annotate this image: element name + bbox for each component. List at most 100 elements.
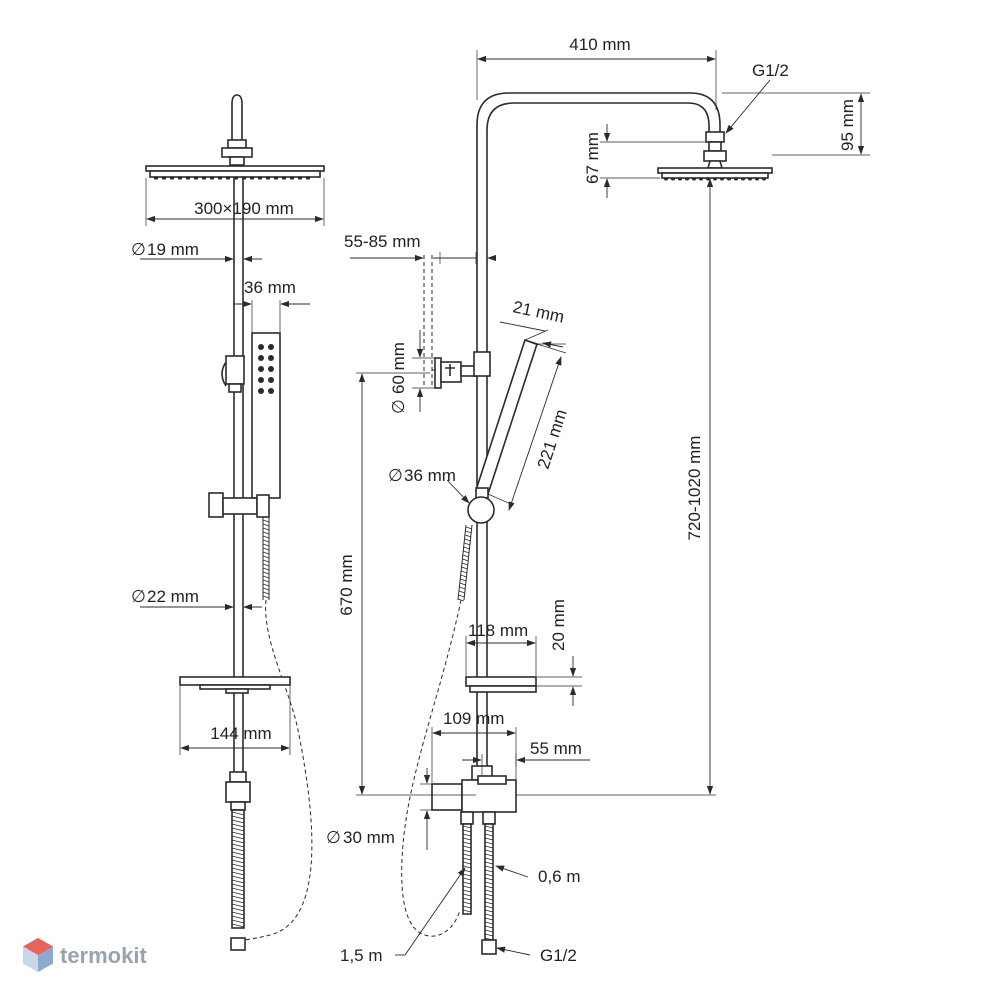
hose-coil — [484, 853, 494, 857]
dim-mixer-width: 109 mm — [431, 709, 517, 783]
dim-hose-short: 0,6 m — [495, 865, 581, 886]
front-hand-shower — [251, 332, 281, 499]
nozzle-hole — [273, 176, 279, 180]
nozzle-hole — [153, 176, 159, 180]
nozzle-hole — [209, 176, 215, 180]
front-upper-bracket — [221, 355, 245, 393]
label-rail-height: 670 mm — [337, 554, 356, 615]
label-mixer-half: 55 mm — [530, 739, 582, 758]
side-view: 410 mm G1/2 95 mm 67 mm 5 — [326, 35, 870, 965]
label-shelf-thickness: 20 mm — [549, 599, 568, 651]
label-shelf-width: 144 mm — [210, 724, 271, 743]
hose-coil — [462, 861, 472, 865]
hose-coil — [484, 825, 494, 829]
hose-coil — [262, 543, 270, 547]
dim-head-thread: G1/2 — [725, 61, 789, 134]
front-slider-holder — [208, 492, 270, 518]
hose-coil — [484, 841, 494, 845]
side-shelf — [465, 676, 537, 693]
hose-coil — [464, 538, 471, 542]
hose-coil — [462, 837, 472, 841]
hose-coil — [231, 891, 245, 896]
handset-nozzle — [268, 355, 274, 361]
hose-coil — [231, 839, 245, 844]
dim-head-height: 67 mm — [583, 124, 705, 198]
hose-coil — [231, 823, 245, 828]
label-head-height: 67 mm — [583, 132, 602, 184]
hose-coil — [262, 523, 270, 527]
hose-coil — [484, 921, 494, 925]
hose-coil — [231, 859, 245, 864]
handset-nozzle — [258, 388, 264, 394]
hose-coil — [462, 841, 472, 845]
hose-coil — [484, 869, 494, 873]
hose-coil — [462, 885, 472, 889]
hose-coil — [484, 837, 494, 841]
hose-coil — [460, 574, 467, 578]
hose-coil — [462, 889, 472, 893]
label-slider-diameter: 36 mm — [404, 466, 456, 485]
hose-coil — [231, 919, 245, 924]
front-bottom-fittings — [225, 771, 251, 951]
hose-coil — [465, 530, 472, 534]
nozzle-hole — [225, 176, 231, 180]
hose-coil — [231, 915, 245, 920]
nozzle-hole — [297, 176, 303, 180]
hose-coil — [462, 893, 472, 897]
nozzle-hole — [177, 176, 183, 180]
hose-coil — [484, 857, 494, 861]
hose-coil — [484, 845, 494, 849]
nozzle-hole — [233, 176, 239, 180]
dim-holder-offset: 55-85 mm — [344, 232, 497, 264]
dim-slider-diameter: ∅ 36 mm — [388, 466, 470, 504]
side-outlets — [460, 811, 497, 955]
dim-arm-length: 410 mm — [476, 35, 717, 110]
hose-coil — [262, 583, 270, 587]
side-slider-ball — [467, 487, 495, 524]
front-hose-dashed — [235, 599, 313, 943]
dim-hose-long: 1,5 m — [340, 867, 466, 965]
hose-coil — [231, 843, 245, 848]
handset-nozzle — [258, 355, 264, 361]
label-inlet-thread: G1/2 — [540, 946, 577, 965]
hose-coil — [231, 815, 245, 820]
handset-nozzle — [258, 366, 264, 372]
nozzle-hole — [185, 176, 191, 180]
label-hose-long: 1,5 m — [340, 946, 383, 965]
hose-coil — [462, 865, 472, 869]
nozzle-hole — [305, 176, 311, 180]
hose-coil — [484, 901, 494, 905]
hose-coil — [231, 883, 245, 888]
hexagon-cube-icon — [23, 938, 53, 972]
hose-coil — [462, 901, 472, 905]
hose-coil — [462, 853, 472, 857]
dim-shelf-width: 144 mm — [179, 686, 291, 755]
nozzle-hole — [734, 177, 738, 181]
hose-coil — [462, 905, 472, 909]
nozzle-hole — [699, 177, 703, 181]
nozzle-hole — [678, 177, 682, 181]
side-shower-head — [657, 167, 773, 181]
nozzle-hole — [727, 177, 731, 181]
hose-coil — [231, 831, 245, 836]
hose-coil — [462, 857, 472, 861]
hose-coil — [463, 550, 470, 554]
nozzle-hole — [193, 176, 199, 180]
hose-coil — [262, 559, 270, 563]
hose-coil — [484, 893, 494, 897]
diameter-symbol: ∅ — [389, 399, 408, 414]
dim-head-drop: 95 mm — [722, 92, 870, 156]
hose-coil — [484, 897, 494, 901]
hose-coil — [231, 867, 245, 872]
nozzle-hole — [755, 177, 759, 181]
label-handset-length: 221 mm — [534, 407, 571, 471]
diameter-symbol: ∅ — [131, 240, 146, 259]
hose-coil — [231, 923, 245, 928]
diameter-symbol: ∅ — [326, 828, 341, 847]
dim-shelf-thickness: 20 mm — [537, 599, 582, 706]
hose-coil — [463, 546, 470, 550]
hose-coil — [262, 571, 270, 575]
nozzle-hole — [664, 177, 668, 181]
hose-coil — [262, 547, 270, 551]
hose-coil — [484, 881, 494, 885]
